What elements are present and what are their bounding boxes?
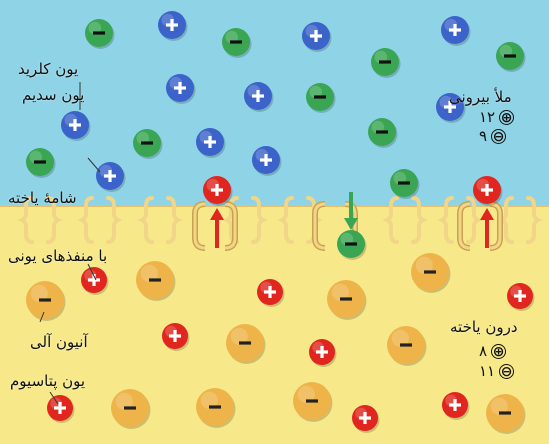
inside-negative-value: ۱۱ xyxy=(479,362,495,380)
inside-negative-count: ۱۱ ⊖ xyxy=(479,362,514,380)
organic-anion-label: آنیون آلی xyxy=(30,333,88,351)
outside-positive-value: ۱۲ xyxy=(479,108,495,126)
inside-positive-value: ۸ xyxy=(479,342,487,360)
inside-positive-count: ۸⊕ xyxy=(479,342,506,360)
outside-positive-count: ۱۲ ⊕ xyxy=(479,108,514,126)
outside-negative-count: ۹⊖ xyxy=(479,127,506,145)
outside-negative-value: ۹ xyxy=(479,127,487,145)
negative-icon: ⊖ xyxy=(499,364,514,379)
negative-icon: ⊖ xyxy=(491,129,506,144)
outside-title: ملأ بیرونی xyxy=(449,88,512,106)
positive-icon: ⊕ xyxy=(499,110,514,125)
chloride-ion-label: یون کلرید xyxy=(18,60,78,78)
membrane-label: شامهٔ یاخته xyxy=(8,189,77,207)
positive-icon: ⊕ xyxy=(491,344,506,359)
sodium-ion-label: یون سدیم xyxy=(22,86,84,104)
potassium-ion-label: یون پتاسیوم xyxy=(10,372,85,390)
ion-channels-label: با منفذهای یونی xyxy=(8,247,107,265)
inside-title: درون یاخته xyxy=(450,318,518,336)
